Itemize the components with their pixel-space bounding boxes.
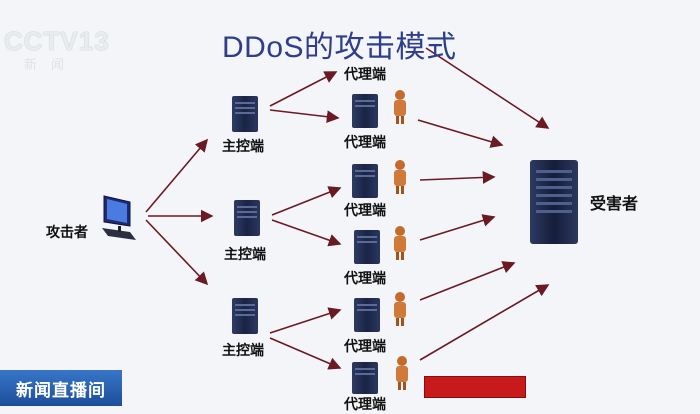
agent-server-icon-5 — [354, 298, 380, 332]
agent-server-icon-2 — [352, 94, 378, 128]
agent-server-icon-4 — [354, 230, 380, 264]
attacker-label: 攻击者 — [46, 225, 88, 241]
agent-server-icon-3 — [352, 164, 378, 198]
arrow — [425, 47, 550, 129]
arrows-masters-to-agents — [269, 71, 342, 370]
arrow — [419, 214, 496, 241]
arrow — [419, 171, 496, 184]
master-label-3: 主控端 — [222, 343, 264, 359]
channel-logo: CCTV13 新闻 — [4, 26, 109, 74]
zombie-figure-icon-3 — [394, 160, 406, 194]
zombie-figure-icon-4 — [394, 226, 406, 260]
arrow — [145, 219, 209, 286]
arrow — [271, 186, 342, 216]
arrows-attacker-to-masters — [145, 138, 214, 286]
agent-label-1: 代理端 — [344, 67, 386, 83]
master-label-1: 主控端 — [222, 139, 264, 155]
zombie-figure-icon-2 — [394, 90, 406, 124]
agent-server-icon-6 — [352, 362, 378, 394]
arrow — [145, 138, 209, 213]
agent-label-3: 代理端 — [344, 203, 386, 219]
channel-logo-text: CCTV13 — [4, 26, 110, 56]
master-server-icon-2 — [234, 200, 260, 236]
arrow — [419, 261, 516, 301]
arrow — [271, 219, 342, 247]
victim-server-icon — [530, 160, 578, 244]
master-server-icon-1 — [232, 96, 258, 132]
agent-label-2: 代理端 — [344, 135, 386, 151]
arrow — [417, 119, 504, 148]
channel-logo-sub: 新闻 — [24, 58, 79, 73]
arrow — [269, 307, 342, 334]
arrow — [269, 71, 338, 107]
arrow — [269, 337, 342, 370]
agent-label-4: 代理端 — [344, 271, 386, 287]
agent-label-5: 代理端 — [344, 339, 386, 355]
zombie-figure-icon-6 — [396, 356, 408, 390]
zombie-figure-icon-5 — [394, 292, 406, 326]
arrow — [419, 284, 550, 361]
agent-label-6: 代理端 — [344, 397, 386, 413]
master-label-2: 主控端 — [224, 247, 266, 263]
arrows-agents-to-victim — [417, 47, 550, 361]
master-server-icon-3 — [232, 298, 258, 334]
red-caption-bar — [424, 376, 526, 398]
victim-label: 受害者 — [590, 194, 639, 213]
arrow — [269, 109, 340, 124]
diagram-title: DDoS的攻击模式 — [222, 31, 457, 64]
program-badge: 新闻直播间 — [0, 370, 122, 406]
attacker-computer-icon — [102, 195, 136, 240]
